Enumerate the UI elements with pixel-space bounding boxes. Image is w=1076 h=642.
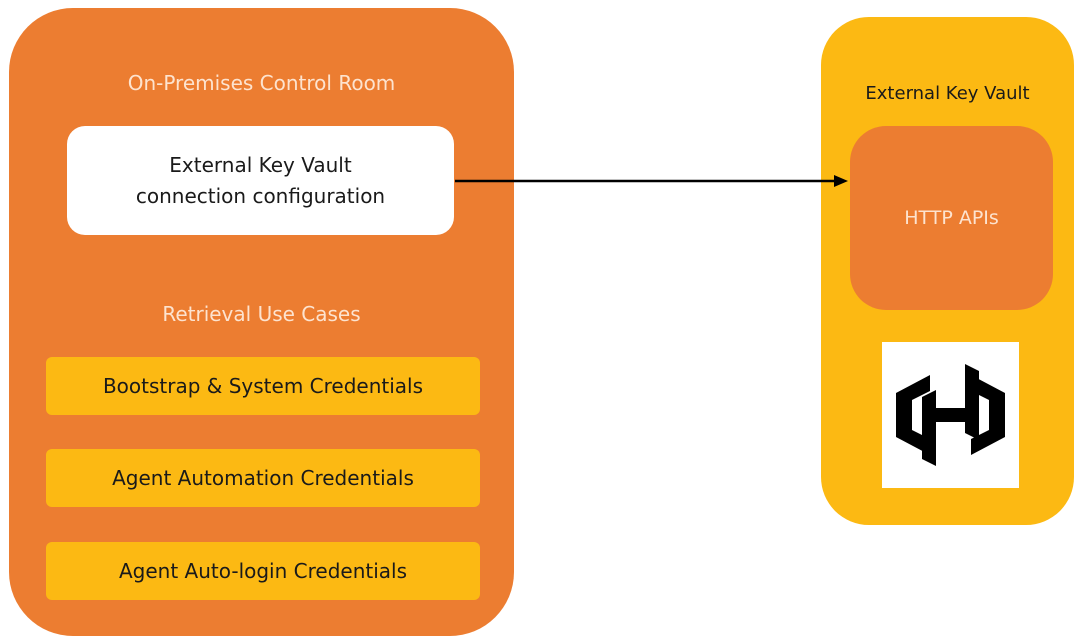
retrieval-use-cases-title: Retrieval Use Cases	[162, 302, 361, 326]
usecase-agent-automation-credentials: Agent Automation Credentials	[46, 449, 480, 507]
config-line-2: connection configuration	[135, 183, 386, 208]
usecase-bootstrap-system-credentials: Bootstrap & System Credentials	[46, 357, 480, 415]
usecase-agent-auto-login-credentials: Agent Auto-login Credentials	[46, 542, 480, 600]
http-apis-box: HTTP APIs	[850, 126, 1053, 310]
on-premises-title: On-Premises Control Room	[127, 71, 396, 95]
connection-configuration-box: External Key Vault connection configurat…	[67, 126, 454, 235]
hashicorp-logo-svg	[896, 364, 1005, 466]
external-key-vault-title: External Key Vault	[865, 83, 1030, 104]
on-premises-control-room-panel: On-Premises Control Room External Key Va…	[9, 8, 514, 636]
config-line-1: External Key Vault	[169, 152, 352, 177]
hashicorp-vault-logo-icon	[882, 342, 1019, 488]
http-apis-label: HTTP APIs	[904, 207, 999, 229]
external-key-vault-panel: External Key Vault HTTP APIs	[821, 17, 1074, 525]
